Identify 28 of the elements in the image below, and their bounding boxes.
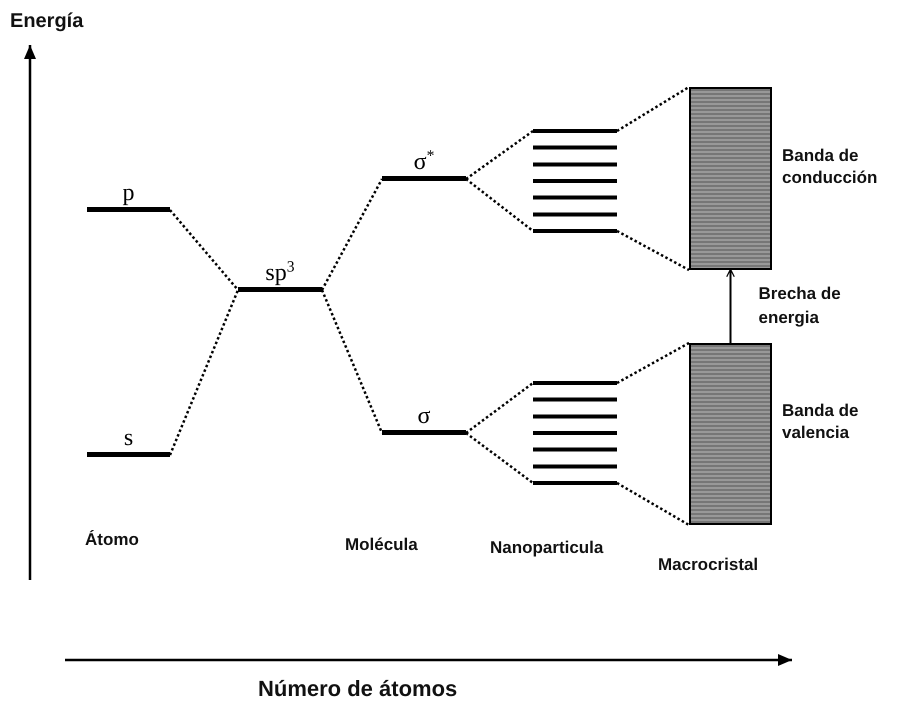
band-label: Banda de conducción	[782, 145, 878, 189]
dotted-connector	[465, 432, 534, 484]
arrow	[726, 268, 736, 343]
axis-label: Energía	[10, 10, 84, 33]
energy-band-box	[689, 87, 772, 270]
dotted-connector	[616, 342, 690, 384]
dotted-connector	[465, 382, 534, 434]
energy-level: σ$^{*}$	[382, 149, 466, 181]
energy-level: sp$^{3}$	[238, 260, 322, 292]
dotted-connector	[169, 209, 239, 291]
stage-label: Nanoparticula	[490, 538, 604, 558]
dotted-connector	[168, 290, 240, 456]
energy-level: p	[87, 180, 170, 212]
energy-level: σ	[382, 403, 466, 435]
dotted-connector	[616, 86, 690, 132]
dotted-connector	[616, 230, 690, 272]
band-label: Banda de valencia	[782, 400, 860, 444]
stage-label: Macrocristal	[658, 555, 758, 575]
energy-band-box	[689, 343, 772, 525]
stage-label: Molécula	[345, 535, 418, 555]
dotted-connector	[616, 482, 690, 526]
axis-label: Número de átomos	[258, 676, 458, 702]
energy-level: s	[87, 425, 170, 457]
dotted-connector	[465, 178, 534, 232]
dotted-connector	[320, 290, 384, 434]
dotted-connector	[465, 130, 534, 180]
stage-label: Átomo	[85, 530, 139, 550]
dotted-connector	[320, 178, 384, 291]
